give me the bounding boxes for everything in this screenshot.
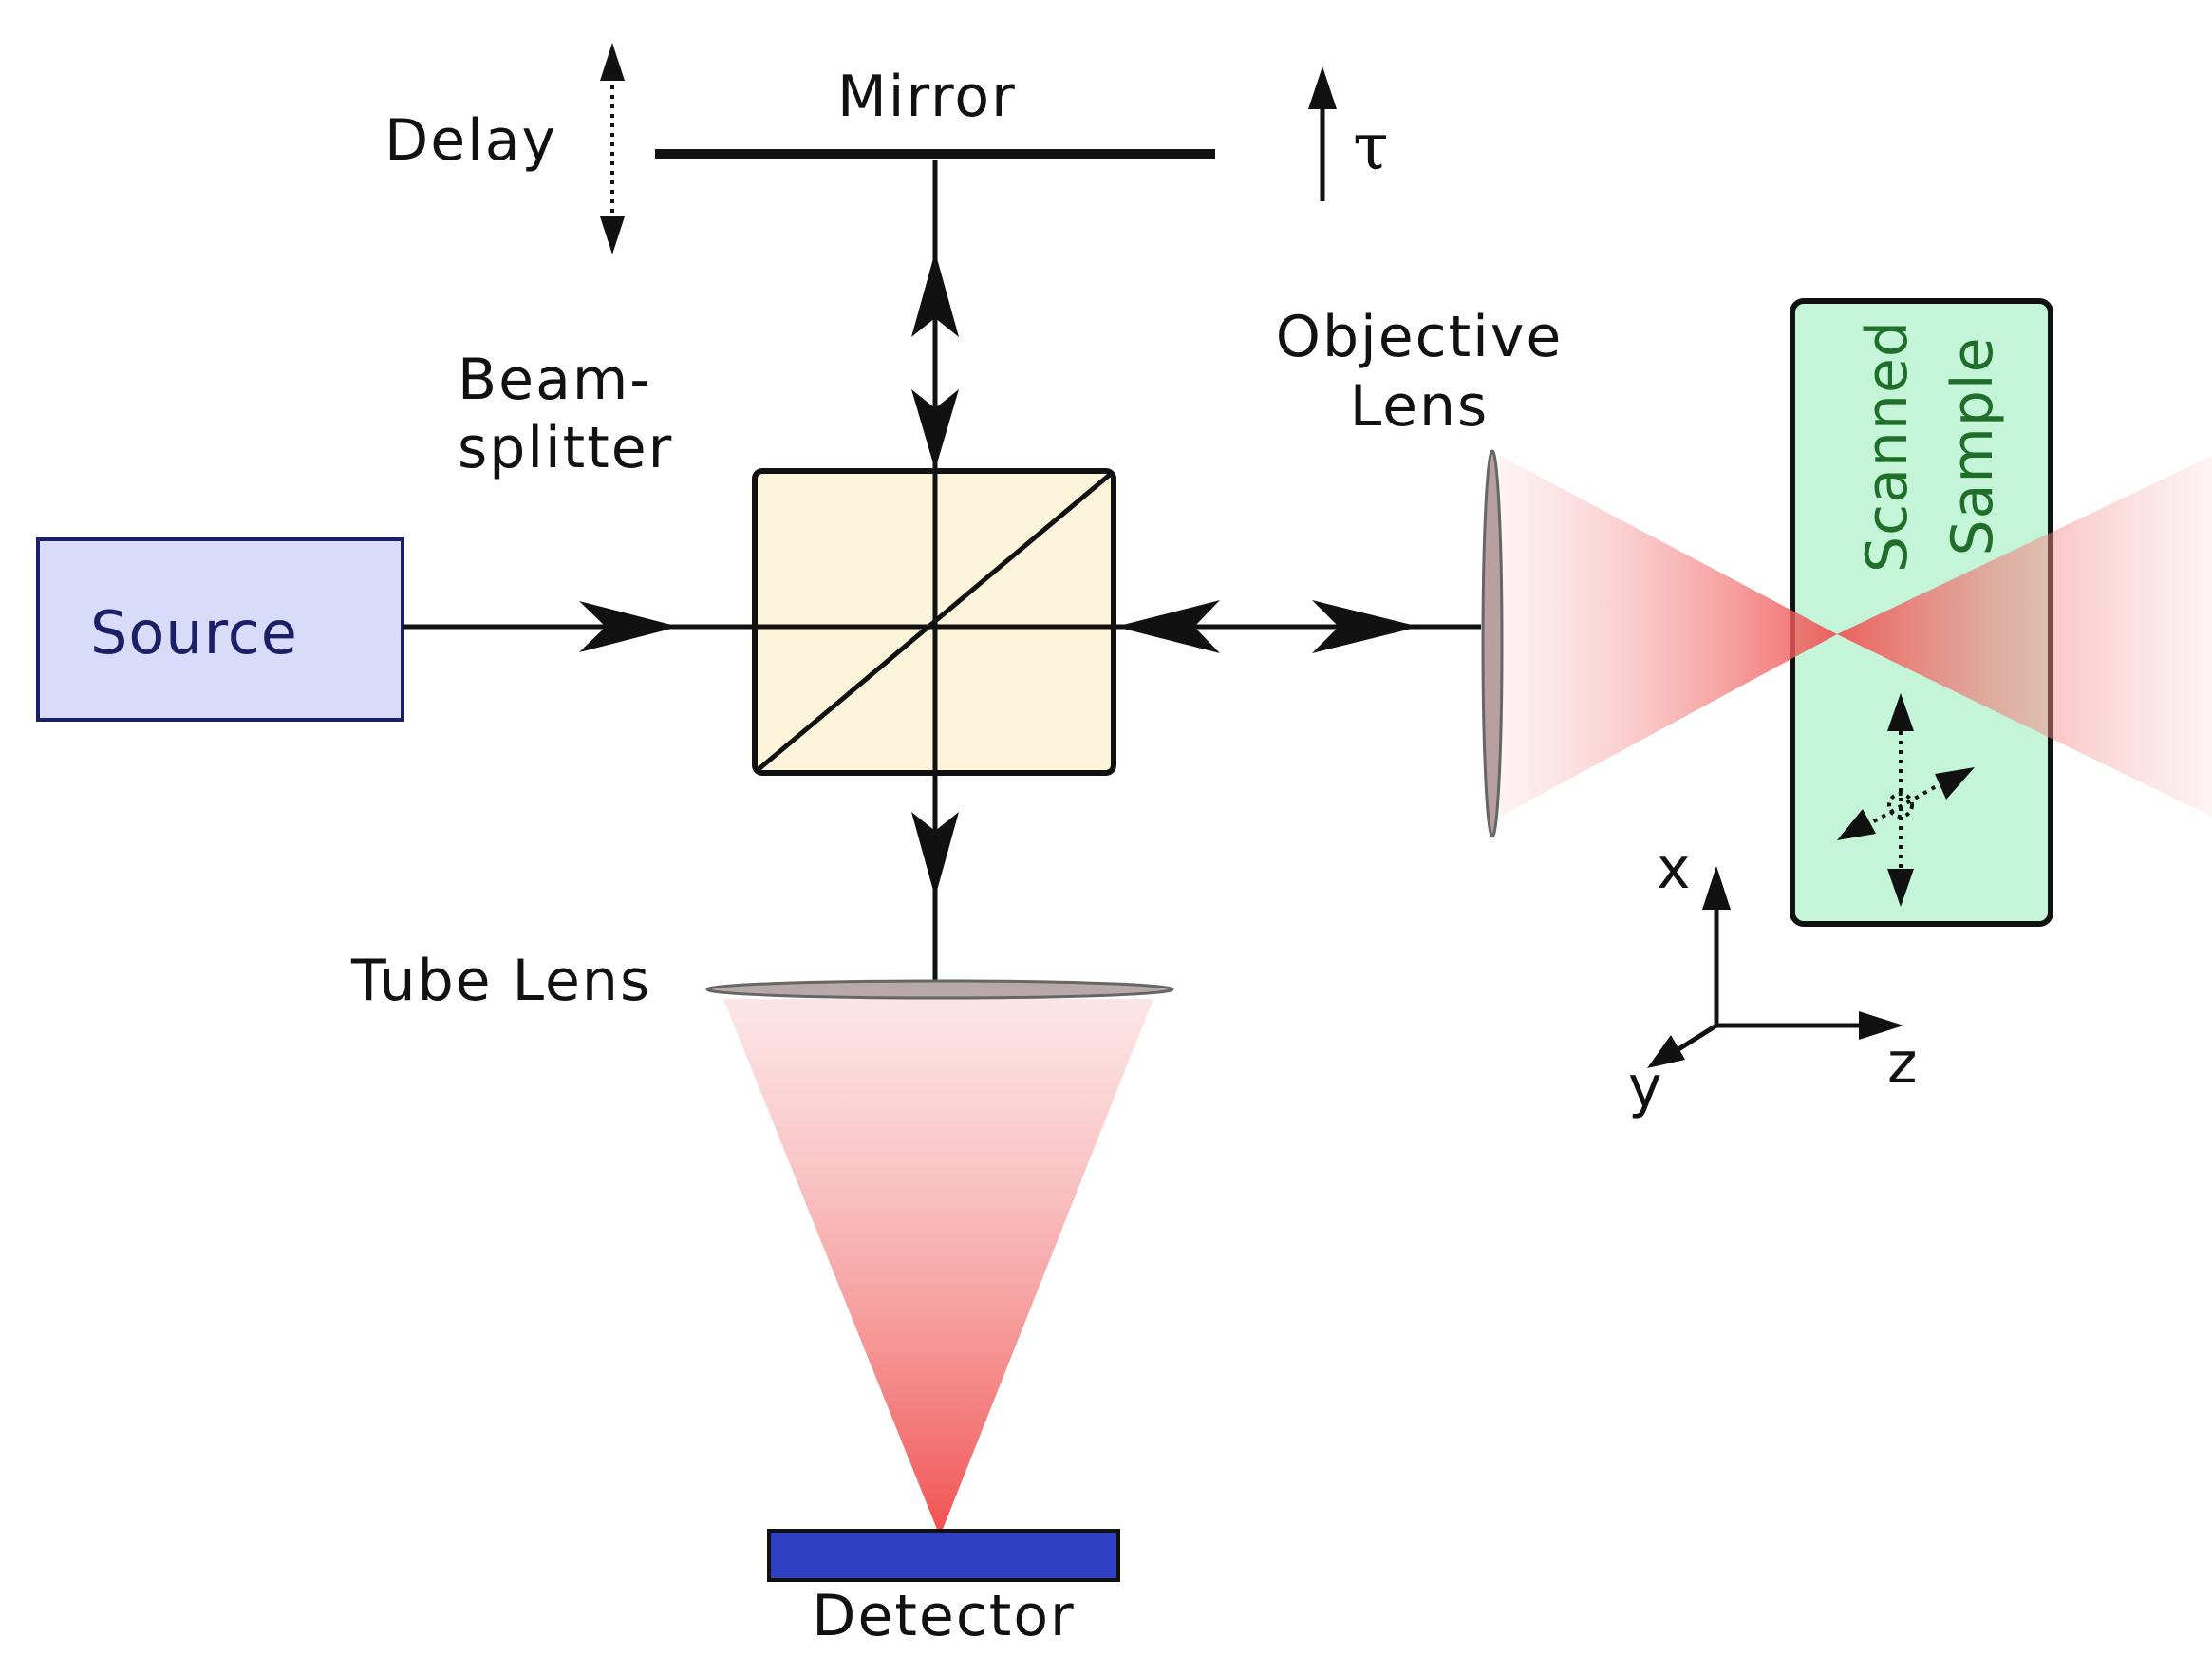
detector-label: Detector: [812, 1583, 1075, 1649]
beamsplitter-label-line2: splitter: [458, 415, 673, 481]
tau-label: τ: [1353, 110, 1389, 185]
objective-light-cone-left: [1500, 456, 1837, 817]
source-label: Source: [90, 598, 298, 668]
beam-arrowheads: [579, 252, 1419, 897]
delay-arrow-icon: [600, 43, 625, 254]
axis-x-label: x: [1657, 836, 1691, 902]
detector-bar: [767, 1529, 1120, 1582]
source-box: [36, 537, 404, 722]
scanned-sample-label: Scanned Sample: [1854, 320, 2006, 573]
arrow-down-to-tube-lens-icon: [911, 812, 959, 897]
detector-light-cone: [723, 999, 1153, 1536]
arrow-down-to-splitter-icon: [911, 389, 959, 470]
tube-lens-label: Tube Lens: [350, 948, 651, 1014]
arrow-up-to-mirror-icon: [911, 252, 959, 337]
objective-light-cone-right: [1837, 456, 2212, 817]
mirror-label: Mirror: [837, 64, 1017, 130]
objective-label-line2: Lens: [1350, 373, 1490, 440]
sample-scan-arrows-icon: [1837, 693, 1975, 907]
delay-label: Delay: [384, 107, 557, 174]
sample-label-line1: Scanned: [1854, 320, 1921, 573]
axis-y-label: y: [1628, 1054, 1662, 1120]
sample-label-line2: Sample: [1940, 337, 2006, 556]
coordinate-axes-icon: [1647, 866, 1903, 1068]
arrow-left-to-splitter-icon: [1115, 600, 1220, 653]
axis-z-label: z: [1887, 1030, 1918, 1097]
arrow-right-to-objective-icon: [1312, 600, 1419, 653]
arrow-source-right-icon: [579, 601, 679, 652]
objective-label-line1: Objective: [1276, 304, 1564, 370]
tau-arrow-icon: [1308, 66, 1337, 201]
tube-lens: [705, 979, 1174, 1000]
objective-lens: [1481, 449, 1504, 838]
beamsplitter-label-line1: Beam-: [458, 347, 652, 413]
